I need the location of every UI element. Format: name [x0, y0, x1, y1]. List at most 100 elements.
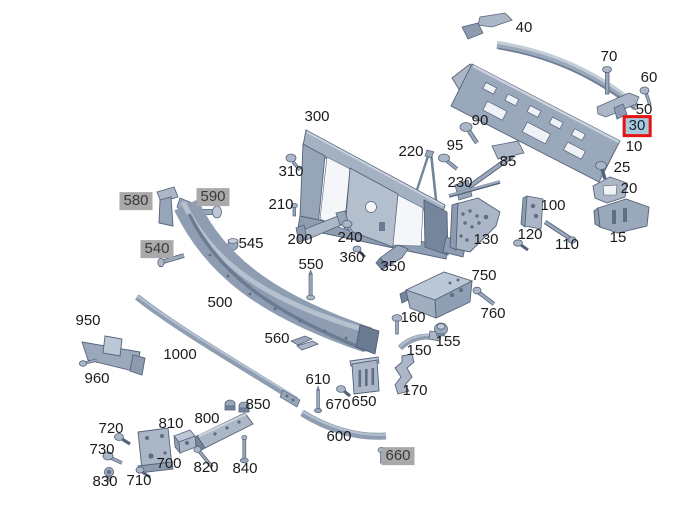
clips-850: [224, 399, 250, 413]
part-label-850[interactable]: 850: [245, 396, 271, 414]
part-label-20[interactable]: 20: [620, 180, 638, 198]
bracket-950: [81, 335, 146, 376]
part-label-700[interactable]: 700: [156, 455, 182, 473]
part-label-170[interactable]: 170: [402, 382, 428, 400]
part-label-610[interactable]: 610: [305, 371, 331, 389]
screw-360: [352, 245, 366, 258]
screw-90: [459, 122, 479, 145]
bolt-540: [157, 253, 185, 268]
beam-600: [300, 410, 387, 440]
rod-230: [448, 180, 501, 198]
screw-25: [595, 161, 607, 180]
part-label-1000[interactable]: 1000: [163, 346, 197, 364]
part-label-10[interactable]: 10: [625, 138, 643, 156]
part-label-650[interactable]: 650: [351, 393, 377, 411]
part-label-130[interactable]: 130: [473, 231, 499, 249]
bolt-550: [306, 269, 315, 301]
part-label-960[interactable]: 960: [84, 370, 110, 388]
bolt-840: [239, 435, 249, 464]
part-label-100[interactable]: 100: [540, 197, 566, 215]
screw-960: [79, 358, 98, 367]
part-label-670[interactable]: 670: [325, 396, 351, 414]
bracket-650: [349, 356, 380, 395]
part-label-95[interactable]: 95: [446, 137, 464, 155]
bracket-170: [394, 353, 415, 395]
screw-240: [341, 220, 355, 235]
part-label-750[interactable]: 750: [471, 267, 497, 285]
bolt-610: [314, 385, 323, 414]
part-label-600[interactable]: 600: [326, 428, 352, 446]
crashbox-750: [399, 271, 474, 319]
part-label-720[interactable]: 720: [98, 420, 124, 438]
part-label-580[interactable]: 580: [119, 192, 153, 210]
part-label-15[interactable]: 15: [609, 229, 627, 247]
screw-710: [135, 466, 151, 479]
part-label-240[interactable]: 240: [337, 229, 363, 247]
part-label-155[interactable]: 155: [435, 333, 461, 351]
plate-130: [449, 197, 501, 253]
part-label-230[interactable]: 230: [447, 174, 473, 192]
beam-1000: [134, 294, 301, 408]
part-label-350[interactable]: 350: [380, 258, 406, 276]
screw-120: [513, 239, 529, 252]
panel-10: [450, 63, 621, 183]
part-label-40[interactable]: 40: [515, 19, 533, 37]
rail-800: [192, 412, 254, 452]
screw-590: [197, 205, 222, 219]
screw-160: [391, 314, 403, 335]
part-label-550[interactable]: 550: [298, 256, 324, 274]
part-label-60[interactable]: 60: [640, 69, 658, 87]
bracket-100: [520, 195, 544, 230]
screw-730: [102, 451, 123, 465]
part-label-800[interactable]: 800: [194, 410, 220, 428]
part-label-540[interactable]: 540: [140, 240, 174, 258]
part-label-830[interactable]: 830: [92, 473, 118, 491]
part-label-120[interactable]: 120: [517, 226, 543, 244]
part-label-560[interactable]: 560: [264, 330, 290, 348]
bracket-40: [461, 12, 513, 40]
part-label-760[interactable]: 760: [480, 305, 506, 323]
part-label-110[interactable]: 110: [555, 236, 579, 254]
bracket-20: [592, 176, 628, 204]
bolt-110: [543, 220, 577, 244]
part-label-85[interactable]: 85: [499, 153, 517, 171]
part-label-220[interactable]: 220: [398, 143, 424, 161]
part-label-730[interactable]: 730: [89, 441, 115, 459]
part-label-590[interactable]: 590: [196, 188, 230, 206]
part-label-545[interactable]: 545: [238, 235, 264, 253]
part-label-200[interactable]: 200: [287, 231, 313, 249]
part-label-70[interactable]: 70: [600, 48, 618, 66]
part-label-50[interactable]: 50: [635, 101, 653, 119]
clip-560: [290, 335, 319, 351]
part-label-25[interactable]: 25: [613, 159, 631, 177]
part-label-710[interactable]: 710: [126, 472, 152, 490]
bracket-350: [375, 244, 409, 271]
part-label-660[interactable]: 660: [381, 447, 415, 465]
screw-310: [285, 153, 302, 172]
part-label-160[interactable]: 160: [400, 309, 426, 327]
part-label-950[interactable]: 950: [75, 312, 101, 330]
part-label-820[interactable]: 820: [193, 459, 219, 477]
screw-60: [639, 86, 652, 106]
part-label-150[interactable]: 150: [406, 342, 432, 360]
part-label-300[interactable]: 300: [304, 108, 330, 126]
part-label-310[interactable]: 310: [278, 163, 304, 181]
rail-200: [295, 210, 349, 243]
part-label-500[interactable]: 500: [207, 294, 233, 312]
part-label-90[interactable]: 90: [471, 112, 489, 130]
bracket-15: [593, 198, 650, 234]
screw-95: [438, 153, 459, 171]
screw-820: [193, 446, 214, 469]
beam-500: [174, 197, 380, 355]
screw-670: [336, 385, 352, 398]
part-label-210[interactable]: 210: [268, 196, 294, 214]
part-label-810[interactable]: 810: [158, 415, 184, 433]
screw-720: [114, 433, 131, 446]
rivet-830: [104, 466, 115, 482]
part-label-360[interactable]: 360: [339, 249, 365, 267]
part-label-30-selected[interactable]: 30: [622, 115, 652, 137]
part-label-840[interactable]: 840: [232, 460, 258, 478]
